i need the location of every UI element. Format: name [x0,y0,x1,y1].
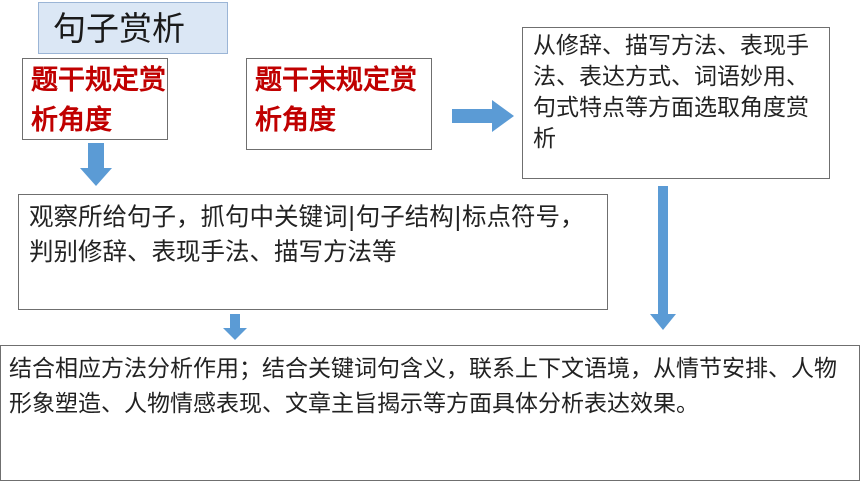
arrow-right-not-given [452,100,514,132]
node-not-given-angle-text: 题干未规定赏析角度 [255,65,417,136]
arrow-down-observe [223,314,247,340]
arrow-down-given [80,143,112,186]
node-observe-text: 观察所给句子，抓句中关键词|句子结构|标点符号，判别修辞、表现手法、描写方法等 [29,202,585,266]
node-conclude-text: 结合相应方法分析作用；结合关键词句含义，联系上下文语境，从情节安排、人物形象塑造… [9,356,837,417]
node-given-angle-text: 题干规定赏析角度 [31,65,166,136]
node-given-angle: 题干规定赏析角度 [22,58,168,140]
node-select-angle: 从修辞、描写方法、表现手法、表达方式、词语妙用、句式特点等方面选取角度赏析 [522,27,830,179]
node-not-given-angle: 题干未规定赏析角度 [246,58,432,150]
arrow-down-select [650,186,676,330]
node-select-angle-text: 从修辞、描写方法、表现手法、表达方式、词语妙用、句式特点等方面选取角度赏析 [533,33,809,152]
node-observe: 观察所给句子，抓句中关键词|句子结构|标点符号，判别修辞、表现手法、描写方法等 [18,194,608,310]
title-text: 句子赏析 [53,9,185,48]
diagram-title: 句子赏析 [38,2,228,54]
node-conclude: 结合相应方法分析作用；结合关键词句含义，联系上下文语境，从情节安排、人物形象塑造… [0,345,860,481]
